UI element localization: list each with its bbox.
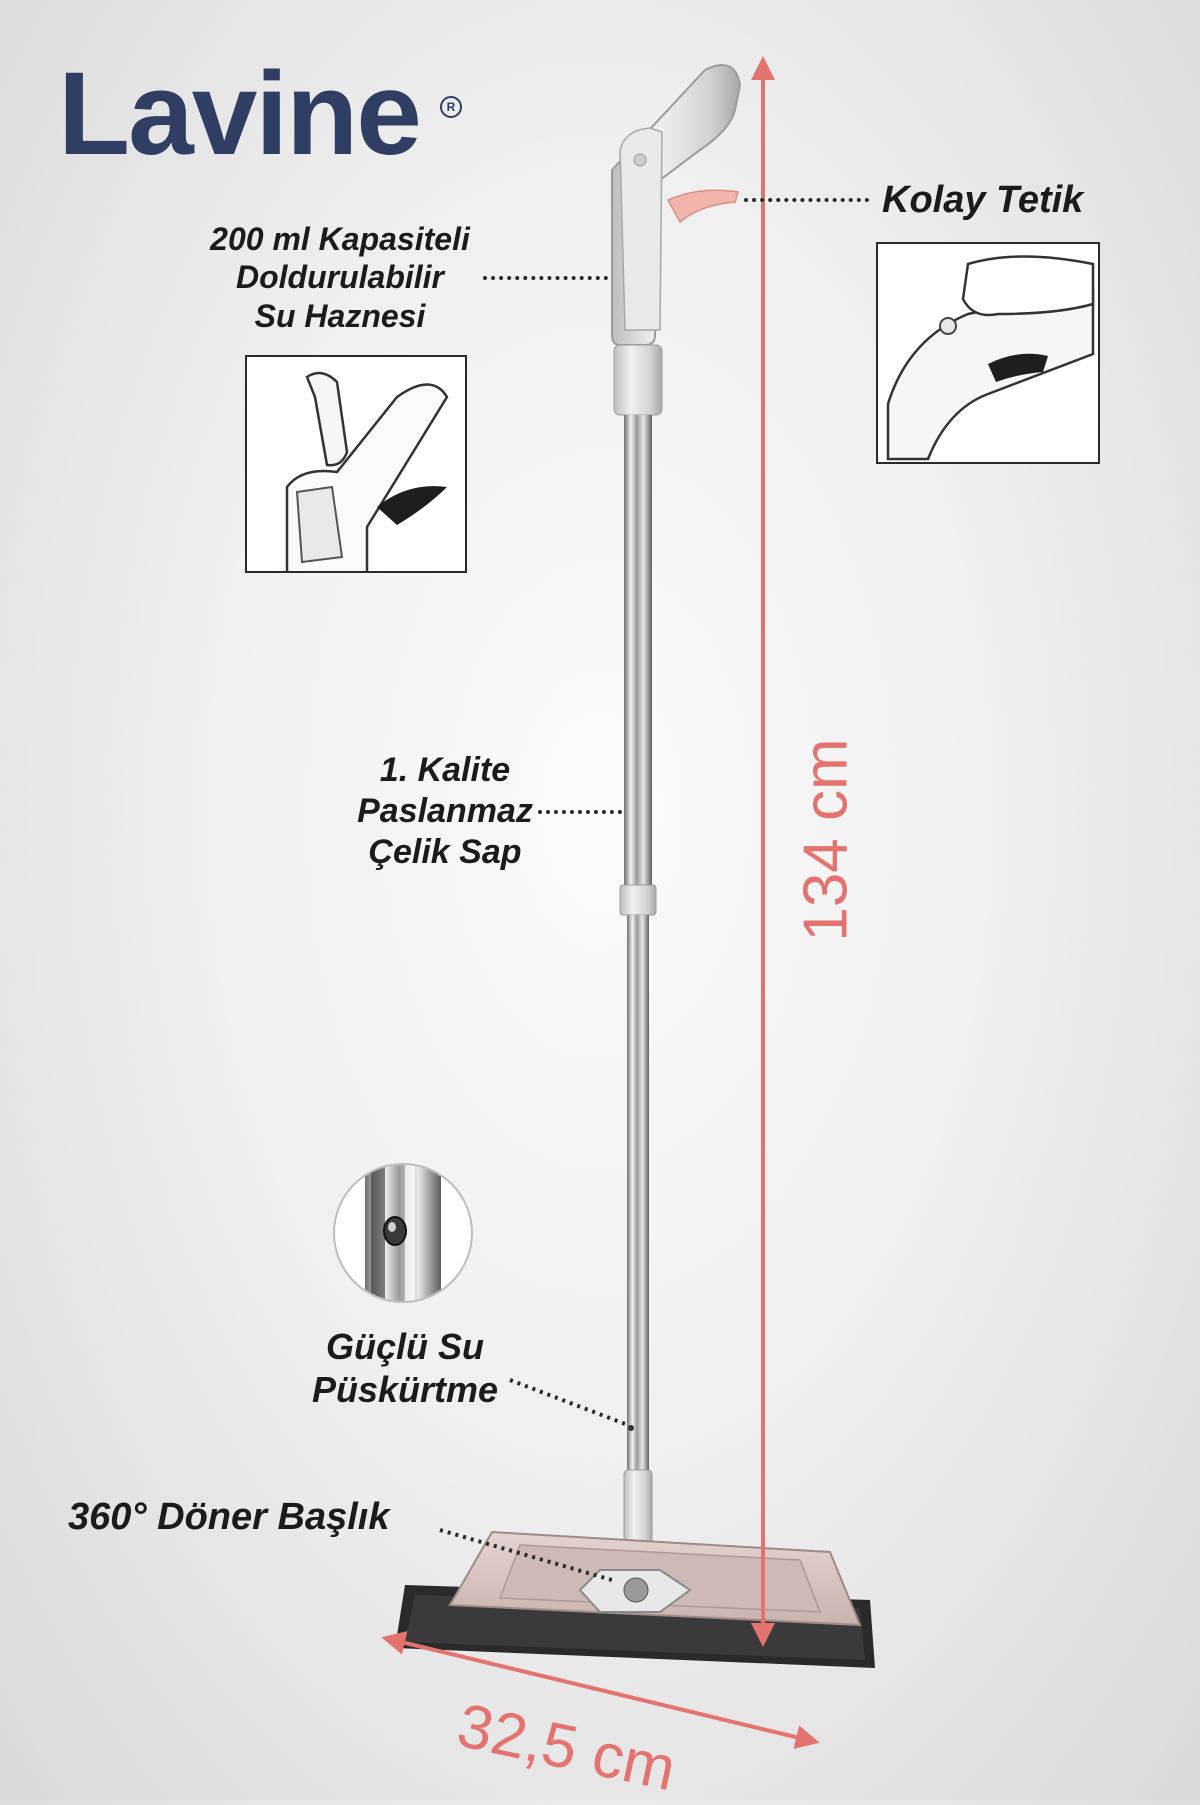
callout-tank-line-1: 200 ml Kapasiteli	[210, 221, 470, 257]
callout-tank: 200 ml Kapasiteli Doldurulabilir Su Hazn…	[180, 220, 500, 335]
callout-spray-line-1: Güçlü Su	[325, 1326, 484, 1367]
mop-head	[395, 1530, 875, 1668]
inset-tank-refill	[245, 355, 467, 573]
handle-grip	[611, 64, 742, 346]
width-arrow	[381, 1631, 820, 1749]
callout-trigger: Kolay Tetik	[882, 178, 1083, 224]
callout-trigger-line-1: Kolay Tetik	[882, 179, 1084, 221]
height-measure: 134 cm	[791, 738, 861, 942]
callout-handle: 1. Kalite Paslanmaz Çelik Sap	[345, 750, 545, 872]
callout-head-line-1: 360° Döner Başlık	[68, 1496, 390, 1538]
spray-nozzle	[628, 1425, 634, 1431]
callout-handle-line-1: 1. Kalite	[379, 751, 511, 789]
callout-handle-line-3: Çelik Sap	[368, 832, 522, 871]
brand-logo: Lavine	[58, 48, 422, 180]
callout-tank-line-2: Doldurulabilir	[236, 259, 444, 296]
shaft-joint	[619, 884, 657, 916]
leader-head	[439, 1528, 613, 1582]
grip-collar	[613, 344, 663, 416]
callout-tank-line-3: Su Haznesi	[254, 297, 426, 334]
inset-nozzle-closeup	[333, 1163, 473, 1303]
leader-handle	[538, 810, 622, 814]
leader-trigger	[744, 198, 869, 202]
shaft-upper	[624, 415, 652, 885]
callout-spray: Güçlü Su Püskürtme	[295, 1325, 515, 1411]
registered-mark: R	[440, 96, 462, 118]
callout-head: 360° Döner Başlık	[68, 1495, 389, 1541]
callout-handle-line-2: Paslanmaz	[357, 791, 533, 830]
leader-tank	[483, 276, 608, 280]
callout-spray-line-2: Püskürtme	[311, 1369, 499, 1411]
trigger	[666, 189, 739, 224]
shaft-lower	[627, 915, 649, 1470]
leader-spray	[509, 1378, 629, 1427]
inset-trigger-hand	[876, 242, 1100, 464]
